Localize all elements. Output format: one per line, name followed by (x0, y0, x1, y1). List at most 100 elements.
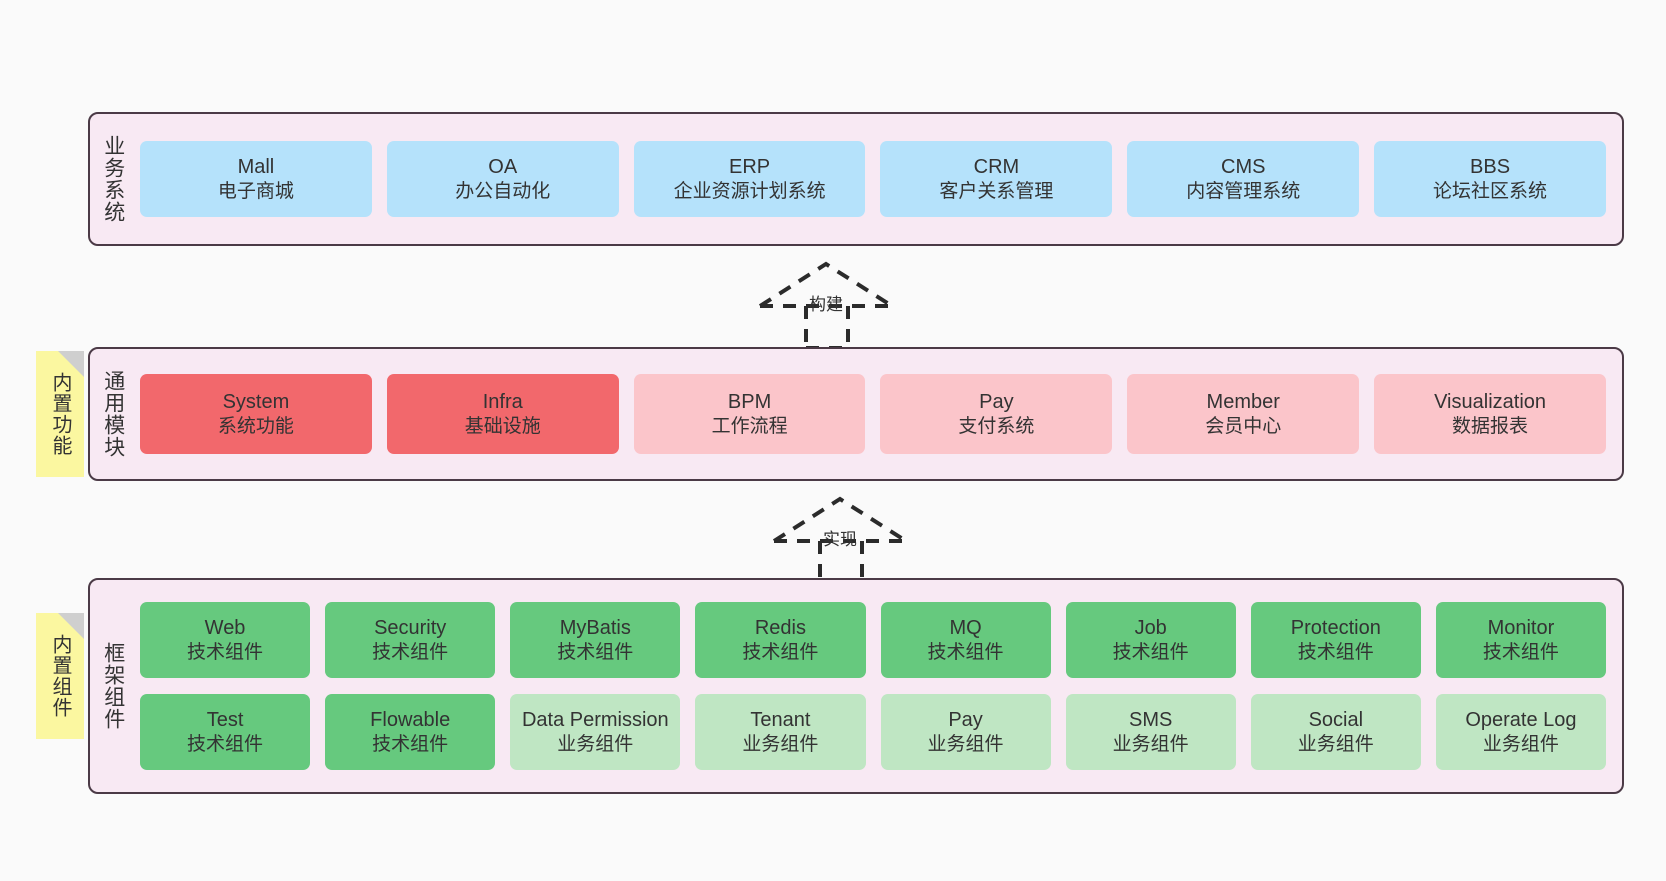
card-member[interactable]: Member 会员中心 (1127, 374, 1360, 454)
card-subtitle: 技术组件 (742, 641, 819, 663)
card-subtitle: 技术组件 (187, 641, 264, 663)
card-title: Flowable (370, 709, 451, 732)
card-cms[interactable]: CMS 内容管理系统 (1127, 141, 1360, 217)
sticky-note-builtin-component: 内置组件 (36, 613, 84, 739)
card-title: ERP (729, 156, 771, 179)
card-title: Operate Log (1465, 709, 1577, 732)
sticky-note-builtin-function: 内置功能 (36, 351, 84, 477)
card-system[interactable]: System 系统功能 (140, 374, 372, 454)
card-title: Member (1206, 391, 1280, 414)
card-title: Monitor (1487, 617, 1555, 640)
card-mybatis[interactable]: MyBatis 技术组件 (510, 602, 681, 678)
layer-body-common-module: System 系统功能 Infra 基础设施 BPM 工作流程 Pay 支付系统… (136, 349, 1622, 479)
card-tenant[interactable]: Tenant 业务组件 (695, 694, 866, 770)
card-erp[interactable]: ERP 企业资源计划系统 (633, 141, 866, 217)
card-flowable[interactable]: Flowable 技术组件 (325, 694, 496, 770)
card-subtitle: 业务组件 (1112, 733, 1189, 755)
card-subtitle: 业务组件 (1482, 733, 1559, 755)
card-web[interactable]: Web 技术组件 (140, 602, 311, 678)
card-pay[interactable]: Pay 支付系统 (880, 374, 1113, 454)
card-title: Web (204, 617, 246, 640)
card-subtitle: 系统功能 (217, 415, 294, 437)
card-crm[interactable]: CRM 客户关系管理 (880, 141, 1113, 217)
card-row: Mall 电子商城 OA 办公自动化 ERP 企业资源计划系统 CRM 客户关系… (140, 141, 1606, 217)
card-subtitle: 技术组件 (927, 641, 1004, 663)
card-title: CMS (1221, 156, 1266, 179)
card-title: Job (1134, 617, 1167, 640)
card-operate-log[interactable]: Operate Log 业务组件 (1435, 694, 1606, 770)
layer-business-system: 业务系统 Mall 电子商城 OA 办公自动化 ERP 企业资源计划系统 CRM… (88, 112, 1624, 246)
sticky-note-label: 内置功能 (49, 372, 71, 456)
card-row: Web 技术组件 Security 技术组件 MyBatis 技术组件 Redi… (140, 602, 1606, 678)
card-mall[interactable]: Mall 电子商城 (140, 141, 372, 217)
card-subtitle: 支付系统 (958, 415, 1035, 437)
card-sms[interactable]: SMS 业务组件 (1065, 694, 1236, 770)
card-title: Test (206, 709, 244, 732)
card-subtitle: 业务组件 (1297, 733, 1374, 755)
card-title: Infra (482, 391, 523, 414)
layer-framework-component: 框架组件 Web 技术组件 Security 技术组件 MyBatis 技术组件… (88, 578, 1624, 794)
card-subtitle: 业务组件 (557, 733, 634, 755)
realize-arrow-icon (772, 496, 908, 585)
card-title: System (222, 391, 290, 414)
card-title: Protection (1290, 617, 1381, 640)
card-title: OA (488, 156, 518, 179)
card-subtitle: 技术组件 (187, 733, 264, 755)
card-job[interactable]: Job 技术组件 (1065, 602, 1236, 678)
connector-realize: 实现 (766, 493, 926, 585)
card-title: Redis (754, 617, 806, 640)
card-row: System 系统功能 Infra 基础设施 BPM 工作流程 Pay 支付系统… (140, 374, 1606, 454)
card-title: Security (374, 617, 447, 640)
card-monitor[interactable]: Monitor 技术组件 (1435, 602, 1606, 678)
card-title: BBS (1470, 156, 1511, 179)
card-subtitle: 工作流程 (711, 415, 788, 437)
card-oa[interactable]: OA 办公自动化 (386, 141, 619, 217)
card-social[interactable]: Social 业务组件 (1250, 694, 1421, 770)
card-subtitle: 业务组件 (742, 733, 819, 755)
connector-label-realize: 实现 (823, 530, 857, 549)
card-subtitle: 电子商城 (217, 180, 294, 202)
card-subtitle: 会员中心 (1205, 415, 1282, 437)
card-subtitle: 技术组件 (1482, 641, 1559, 663)
layer-title-framework-component: 框架组件 (101, 642, 125, 730)
card-visualization[interactable]: Visualization 数据报表 (1374, 374, 1606, 454)
card-row: Test 技术组件 Flowable 技术组件 Data Permission … (140, 694, 1606, 770)
card-title: CRM (973, 156, 1020, 179)
card-subtitle: 数据报表 (1452, 415, 1529, 437)
card-subtitle: 技术组件 (557, 641, 634, 663)
card-subtitle: 技术组件 (1112, 641, 1189, 663)
layer-body-framework-component: Web 技术组件 Security 技术组件 MyBatis 技术组件 Redi… (136, 580, 1622, 792)
layer-body-business-system: Mall 电子商城 OA 办公自动化 ERP 企业资源计划系统 CRM 客户关系… (136, 114, 1622, 244)
card-protection[interactable]: Protection 技术组件 (1250, 602, 1421, 678)
layer-common-module: 通用模块 System 系统功能 Infra 基础设施 BPM 工作流程 Pay… (88, 347, 1624, 481)
card-subtitle: 内容管理系统 (1186, 180, 1301, 202)
card-infra[interactable]: Infra 基础设施 (386, 374, 619, 454)
card-title: MyBatis (559, 617, 631, 640)
card-title: Pay (979, 391, 1014, 414)
card-subtitle: 技术组件 (372, 641, 449, 663)
card-title: BPM (727, 391, 772, 414)
card-pay-component[interactable]: Pay 业务组件 (880, 694, 1051, 770)
card-title: MQ (949, 617, 982, 640)
card-subtitle: 客户关系管理 (939, 180, 1054, 202)
card-title: Data Permission (521, 709, 669, 732)
card-test[interactable]: Test 技术组件 (140, 694, 311, 770)
card-title: Pay (948, 709, 983, 732)
sticky-note-label: 内置组件 (49, 634, 71, 718)
card-security[interactable]: Security 技术组件 (325, 602, 496, 678)
card-subtitle: 企业资源计划系统 (673, 180, 826, 202)
card-bpm[interactable]: BPM 工作流程 (633, 374, 866, 454)
card-bbs[interactable]: BBS 论坛社区系统 (1374, 141, 1606, 217)
connector-build: 构建 (752, 258, 912, 350)
card-redis[interactable]: Redis 技术组件 (695, 602, 866, 678)
build-arrow-icon (758, 261, 894, 350)
card-title: Mall (237, 156, 275, 179)
card-mq[interactable]: MQ 技术组件 (880, 602, 1051, 678)
card-subtitle: 业务组件 (927, 733, 1004, 755)
card-data-permission[interactable]: Data Permission 业务组件 (510, 694, 681, 770)
card-subtitle: 基础设施 (464, 415, 541, 437)
layer-title-common-module: 通用模块 (101, 370, 125, 458)
card-subtitle: 技术组件 (1297, 641, 1374, 663)
connector-label-build: 构建 (809, 295, 843, 314)
